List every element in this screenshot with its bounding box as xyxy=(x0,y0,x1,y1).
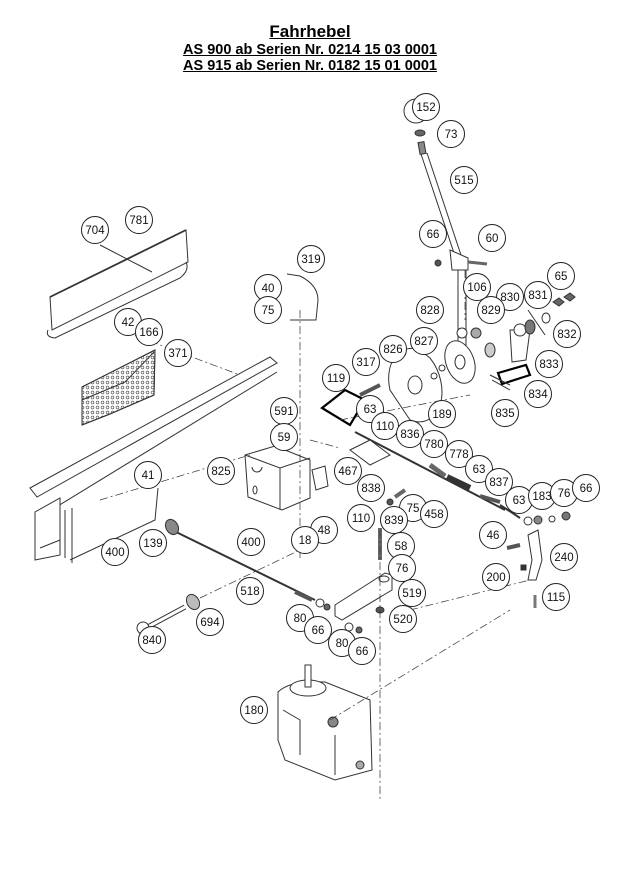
part-callout-65: 65 xyxy=(547,262,575,290)
part-callout-835: 835 xyxy=(491,399,519,427)
part-callout-66: 66 xyxy=(572,474,600,502)
part-callout-834: 834 xyxy=(524,380,552,408)
rod-518 xyxy=(171,529,316,601)
pivot-plate xyxy=(388,340,496,423)
part-callout-152: 152 xyxy=(412,93,440,121)
part-callout-66: 66 xyxy=(348,637,376,665)
part-callout-139: 139 xyxy=(139,529,167,557)
shift-linkage xyxy=(489,292,576,391)
part-callout-519: 519 xyxy=(398,579,426,607)
part-callout-825: 825 xyxy=(207,457,235,485)
part-callout-41: 41 xyxy=(134,461,162,489)
part-callout-829: 829 xyxy=(477,296,505,324)
perforated-plate-371 xyxy=(81,349,156,426)
part-callout-119: 119 xyxy=(322,364,350,392)
part-callout-166: 166 xyxy=(135,318,163,346)
part-callout-59: 59 xyxy=(270,423,298,451)
part-callout-781: 781 xyxy=(125,206,153,234)
control-rod xyxy=(349,431,571,526)
arm-519 xyxy=(334,572,393,621)
part-callout-110: 110 xyxy=(371,412,399,440)
part-callout-515: 515 xyxy=(450,166,478,194)
part-callout-780: 780 xyxy=(420,430,448,458)
part-callout-63: 63 xyxy=(356,395,384,423)
diagram-title: Fahrhebel xyxy=(269,22,351,41)
part-callout-319: 319 xyxy=(297,245,325,273)
part-callout-836: 836 xyxy=(396,420,424,448)
diagram-subtitle-as900: AS 900 ab Serien Nr. 0214 15 03 0001 xyxy=(183,42,437,58)
part-callout-66: 66 xyxy=(304,616,332,644)
part-callout-832: 832 xyxy=(553,320,581,348)
part-callout-73: 73 xyxy=(437,120,465,148)
title-block: Fahrhebel AS 900 ab Serien Nr. 0214 15 0… xyxy=(0,22,620,74)
part-callout-75: 75 xyxy=(254,296,282,324)
part-callout-400: 400 xyxy=(101,538,129,566)
part-callout-520: 520 xyxy=(389,605,417,633)
part-callout-826: 826 xyxy=(379,335,407,363)
part-callout-200: 200 xyxy=(482,563,510,591)
part-callout-76: 76 xyxy=(388,554,416,582)
part-callout-838: 838 xyxy=(357,474,385,502)
part-callout-840: 840 xyxy=(138,626,166,654)
part-callout-240: 240 xyxy=(550,543,578,571)
part-callout-467: 467 xyxy=(334,457,362,485)
part-callout-827: 827 xyxy=(410,327,438,355)
part-callout-694: 694 xyxy=(196,608,224,636)
part-callout-63: 63 xyxy=(465,455,493,483)
part-callout-189: 189 xyxy=(428,400,456,428)
part-callout-110: 110 xyxy=(347,504,375,532)
frame-rail xyxy=(29,356,278,563)
part-callout-18: 18 xyxy=(291,526,319,554)
part-callout-371: 371 xyxy=(164,339,192,367)
part-callout-591: 591 xyxy=(270,397,298,425)
part-callout-115: 115 xyxy=(542,583,570,611)
part-callout-317: 317 xyxy=(352,348,380,376)
part-callout-66: 66 xyxy=(419,220,447,248)
lever-240 xyxy=(527,529,543,581)
part-callout-400: 400 xyxy=(237,528,265,556)
cover-plate-781 xyxy=(46,229,189,339)
mount-box-825 xyxy=(244,445,329,511)
bracket-319 xyxy=(286,273,319,321)
part-callout-833: 833 xyxy=(535,350,563,378)
part-callout-831: 831 xyxy=(524,281,552,309)
part-callout-704: 704 xyxy=(81,216,109,244)
part-callout-518: 518 xyxy=(236,577,264,605)
gearbox-180 xyxy=(277,664,373,781)
part-callout-60: 60 xyxy=(478,224,506,252)
part-callout-46: 46 xyxy=(479,521,507,549)
part-callout-458: 458 xyxy=(420,500,448,528)
part-callout-839: 839 xyxy=(380,506,408,534)
part-callout-180: 180 xyxy=(240,696,268,724)
diagram-subtitle-as915: AS 915 ab Serien Nr. 0182 15 01 0001 xyxy=(183,58,437,74)
part-callout-828: 828 xyxy=(416,296,444,324)
